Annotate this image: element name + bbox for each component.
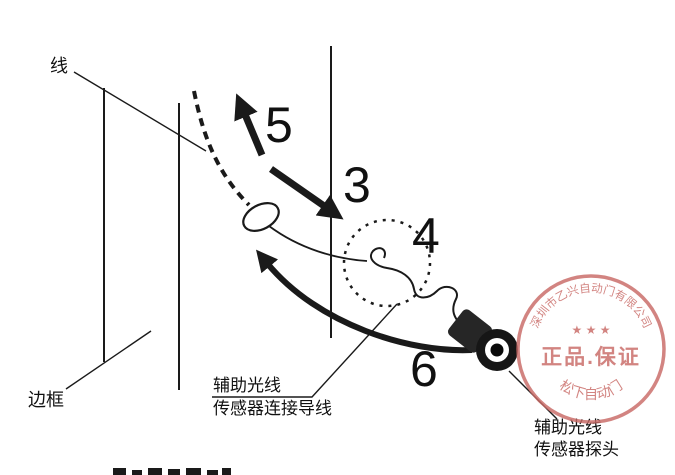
sensor-probe-lens [490,343,504,357]
arrow-down-right-icon [268,166,344,220]
cable-label-line2: 传感器连接导线 [213,399,332,418]
stamp-title: 正品.保证 [541,346,641,369]
step-number-4: 4 [412,208,440,264]
hole-ellipse [242,202,280,232]
arrow-up-icon [234,93,266,157]
stamp: 深圳市乙兴自动门有限公司 ★ ★ ★ 正品.保证 松下自动门 [516,274,666,424]
cable-label-line1: 辅助光线 [213,376,281,395]
step-number-5: 5 [265,97,293,153]
stamp-circle [516,274,666,424]
frame-label: 边框 [28,390,64,410]
detail-dotted-circle [342,218,432,308]
stamp-arc-text-bottom: 松下自动门 [557,377,625,402]
wire-thin-line [268,225,368,262]
wire-leader-line [73,71,207,152]
wire-dashed-curve [192,90,251,207]
step-number-3: 3 [343,157,371,213]
caption-cutoff-fragment [113,468,231,475]
frame-leader-line [65,330,152,390]
sensor-probe [447,309,518,371]
arrow-curved-icon [256,249,473,354]
probe-label-line2: 传感器探头 [534,440,619,459]
wire-label: 线 [50,56,68,76]
cable-label-leader-line [212,303,398,398]
sensor-cable-path [369,247,467,330]
step-number-6: 6 [410,341,438,397]
stamp-stars: ★ ★ ★ [572,323,611,337]
